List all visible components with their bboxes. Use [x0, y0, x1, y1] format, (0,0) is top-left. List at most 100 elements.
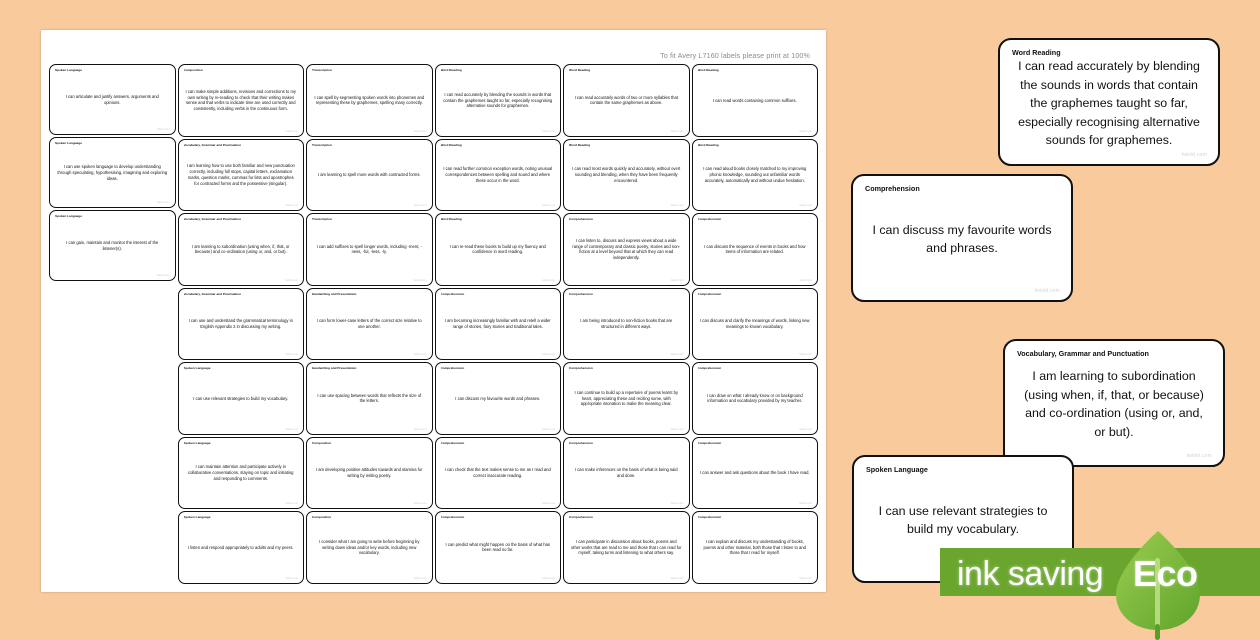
label-card-category: Spoken Language	[55, 69, 82, 72]
label-card[interactable]: Word Reading I can read further common ex…	[434, 138, 561, 211]
preview-card-word-reading[interactable]: Word Reading I can read accurately by bl…	[998, 38, 1220, 166]
label-card-category: Comprehension	[697, 516, 722, 519]
watermark: twinkl.com	[285, 576, 298, 580]
label-card-text: I can predict what might happen on the b…	[445, 541, 550, 553]
watermark: twinkl.com	[1035, 569, 1061, 575]
label-card-text: I listen and respond appropriately to ad…	[188, 544, 294, 550]
watermark: twinkl.com	[799, 278, 812, 282]
preview-card-text: I can use relevant strategies to build m…	[878, 503, 1048, 537]
label-card[interactable]: Vocabulary, Grammar and Punctuation I am …	[177, 138, 304, 211]
label-card-text: I can re-read these books to build up my…	[449, 243, 546, 255]
label-card-category: Spoken Language	[183, 441, 211, 445]
label-card-text: I can read aloud books closely matched t…	[703, 166, 807, 183]
label-card-category: Word Reading	[569, 143, 591, 147]
preview-card-spoken-language[interactable]: Spoken Language I can use relevant strat…	[852, 455, 1074, 583]
label-card-text: I can use spacing between words that ref…	[317, 392, 422, 404]
watermark: twinkl.com	[670, 427, 684, 431]
preview-card-category: Vocabulary, Grammar and Punctuation	[1017, 349, 1149, 358]
label-column: Transcription I can spell by segmenting s…	[306, 64, 433, 586]
label-card-text: I can continue to build up a repertoire …	[574, 389, 679, 407]
label-card-text: I can use relevant strategies to build m…	[193, 395, 289, 401]
label-card-text: I can check that the text makes sense to…	[444, 467, 551, 478]
watermark: twinkl.com	[670, 353, 684, 356]
watermark: twinkl.com	[670, 129, 684, 133]
label-card-text: I am learning how to use both familiar a…	[186, 163, 295, 186]
label-card-text: I can use and understand the grammatical…	[188, 318, 293, 329]
label-card[interactable]: Word Reading I can read accurately words …	[563, 64, 690, 137]
watermark: twinkl.com	[1034, 288, 1060, 294]
watermark: twinkl.com	[156, 128, 170, 131]
watermark: twinkl.com	[542, 576, 555, 580]
label-card[interactable]: Transcription I can spell by segmenting s…	[306, 64, 433, 137]
label-card-text: I can read further common exception word…	[443, 166, 553, 183]
label-card-category: Vocabulary, Grammar and Punctuation	[183, 218, 241, 221]
label-card-category: Word Reading	[440, 143, 462, 147]
leaf-icon	[1116, 531, 1200, 640]
label-card-category: Word Reading	[697, 69, 719, 72]
watermark: twinkl.com	[1181, 152, 1207, 158]
label-card-category: Vocabulary, Grammar and Punctuation	[183, 143, 241, 147]
label-card-category: Comprehension	[697, 367, 722, 370]
label-card-category: Word Reading	[569, 69, 591, 72]
watermark: twinkl.com	[670, 576, 684, 580]
watermark: twinkl.com	[413, 204, 427, 207]
label-card-text: I can read accurately words of two or mo…	[574, 94, 678, 106]
label-card-category: Composition	[312, 516, 332, 519]
label-card-category: Comprehension	[569, 516, 593, 519]
watermark: twinkl.com	[799, 353, 812, 356]
watermark: twinkl.com	[542, 427, 555, 431]
label-card[interactable]: Vocabulary, Grammar and Punctuation I am …	[177, 213, 304, 286]
watermark: twinkl.com	[542, 129, 555, 133]
label-card[interactable]: Word Reading I can read most words quickl…	[563, 138, 690, 211]
label-card-text: I can make simple additions, revisions a…	[185, 88, 296, 112]
label-card-category: Comprehension	[697, 218, 722, 221]
watermark: twinkl.com	[542, 278, 555, 282]
label-card-text: I am learning to subordination (using wh…	[191, 243, 290, 255]
preview-card-vocabulary-grammar-punctuation[interactable]: Vocabulary, Grammar and Punctuation I am…	[1003, 339, 1225, 467]
preview-card-category: Spoken Language	[866, 465, 928, 474]
label-card-text: I can read most words quickly and accura…	[572, 166, 681, 183]
preview-card-comprehension[interactable]: Comprehension I can discuss my favourite…	[851, 174, 1073, 302]
label-card-text: I am developing positive attitudes towar…	[315, 467, 423, 478]
preview-card-text: I am learning to subordination (using wh…	[1024, 369, 1204, 440]
watermark: twinkl.com	[413, 353, 427, 356]
label-card-category: Transcription	[312, 218, 332, 221]
watermark: twinkl.com	[542, 502, 555, 505]
watermark: twinkl.com	[413, 129, 427, 133]
label-card-text: I can spell by segmenting spoken words i…	[314, 94, 425, 106]
label-card-category: Transcription	[312, 69, 332, 72]
